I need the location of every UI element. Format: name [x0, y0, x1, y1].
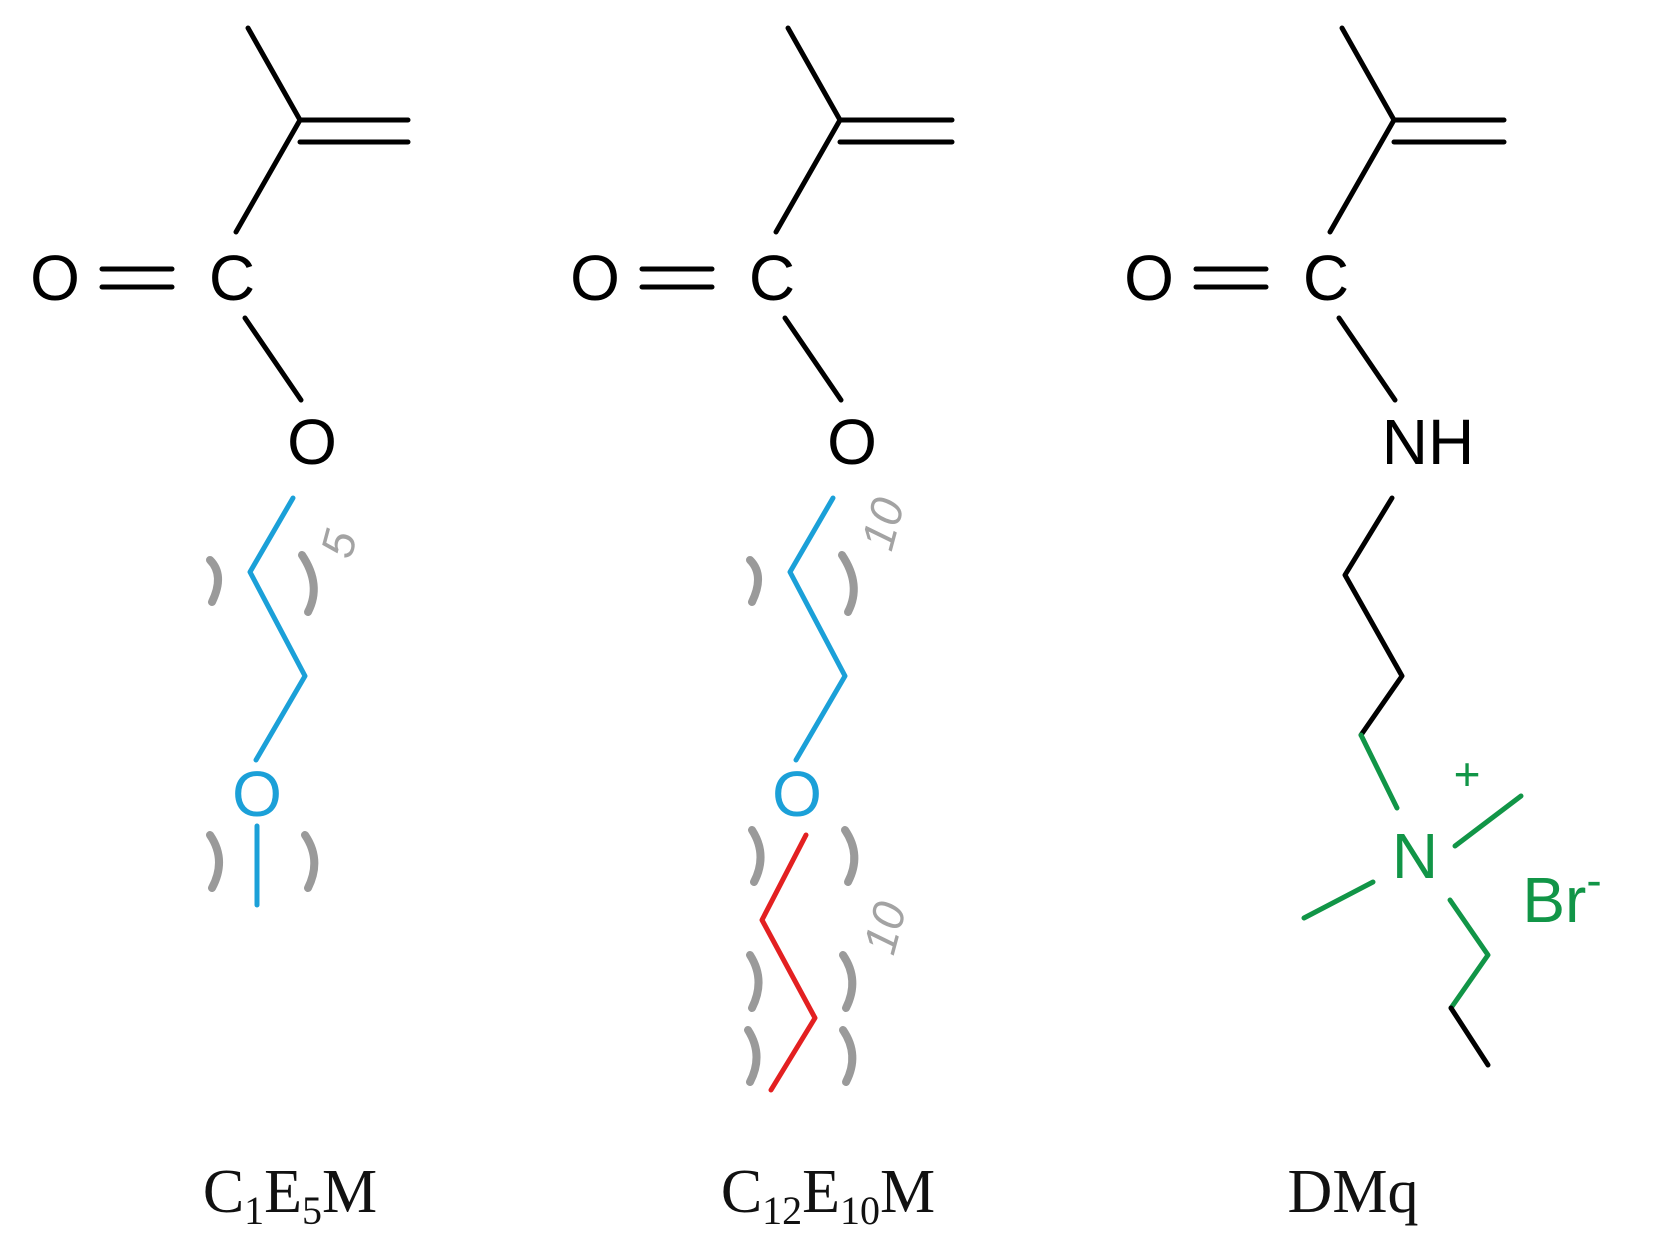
- quaternary-ammonium-bonds: [1301, 732, 1524, 1011]
- ether-oxygen-label: O: [772, 758, 822, 830]
- molecule-name: C12E10M: [721, 1158, 935, 1233]
- ester-oxygen-label: O: [827, 406, 877, 478]
- methacrylate-backbone-bonds: [99, 25, 411, 403]
- ether-oxygen-label: O: [232, 758, 282, 830]
- carbonyl-carbon-label: C: [749, 242, 795, 314]
- repeat-index-alkyl: 10: [853, 896, 917, 959]
- ethylene-oxide-chain-bonds: [247, 495, 308, 908]
- ethylene-oxide-chain-bonds: [787, 495, 848, 763]
- propyl-tail-bonds: [1448, 1005, 1491, 1068]
- carbonyl-carbon-label: C: [1303, 242, 1349, 314]
- repeat-brackets: [206, 551, 319, 892]
- quaternary-nitrogen-label: N: [1392, 820, 1438, 892]
- alkyl-chain-bonds: [759, 832, 818, 1093]
- carbonyl-oxygen-label: O: [1124, 242, 1174, 314]
- carbonyl-carbon-label: C: [209, 242, 255, 314]
- molecule-c1e5m: O C O O 5 C1E5M: [30, 25, 411, 1233]
- repeat-index-eo: 5: [310, 524, 367, 563]
- repeat-index-eo: 10: [851, 492, 915, 555]
- carbonyl-oxygen-label: O: [30, 242, 80, 314]
- molecule-c12e10m: O C O O 10 10 C12E10M: [570, 25, 955, 1233]
- methacrylate-backbone-bonds: [639, 25, 955, 403]
- bromide-counterion-label: Br-: [1522, 854, 1601, 936]
- positive-charge-label: +: [1454, 748, 1481, 800]
- methacrylamide-backbone-bonds: [1193, 25, 1507, 738]
- molecule-name: C1E5M: [203, 1158, 377, 1233]
- carbonyl-oxygen-label: O: [570, 242, 620, 314]
- molecule-name: DMq: [1288, 1158, 1419, 1226]
- ester-oxygen-label: O: [287, 406, 337, 478]
- repeat-brackets: [744, 551, 859, 1086]
- amide-nh-label: NH: [1382, 406, 1474, 478]
- molecule-dmq: O C NH N + Br- DMq: [1124, 25, 1602, 1226]
